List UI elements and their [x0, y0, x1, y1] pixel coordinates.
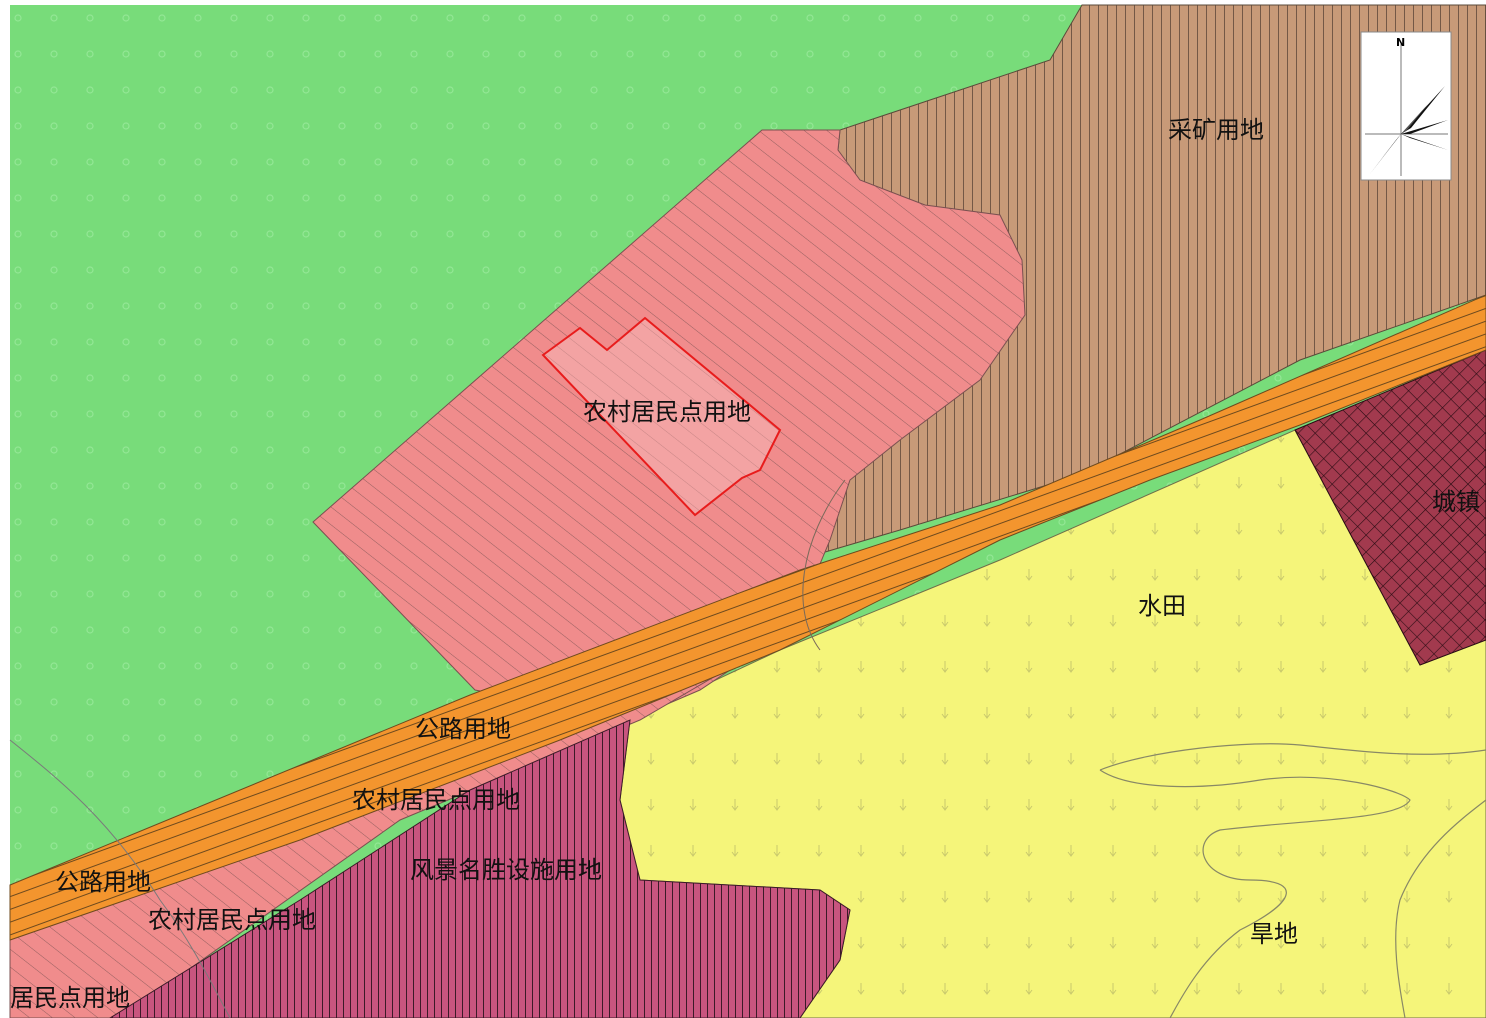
- boundary-line: [9, 739, 231, 1018]
- label-highway-1: 公路用地: [415, 715, 511, 743]
- label-rural-main: 农村居民点用地: [583, 398, 751, 426]
- contour-line: [1099, 769, 1411, 1018]
- boundary-line: [802, 479, 846, 651]
- label-paddy: 水田: [1138, 592, 1186, 620]
- compass-rose-icon: [1370, 86, 1448, 174]
- north-letter: N: [1396, 36, 1405, 49]
- label-highway-2: 公路用地: [55, 868, 151, 896]
- label-rural-3: 农村居民点用地: [148, 906, 316, 934]
- scenic-facility-parcel[interactable]: [109, 719, 851, 1018]
- label-town: 城镇: [1432, 488, 1480, 516]
- town-parcel[interactable]: [1294, 349, 1486, 666]
- label-dryland: 旱地: [1250, 920, 1298, 948]
- label-rural-2: 农村居民点用地: [352, 786, 520, 814]
- label-scenic: 风景名胜设施用地: [410, 856, 602, 884]
- label-rural-4: 居民点用地: [10, 984, 130, 1012]
- highway-band[interactable]: [9, 294, 1486, 941]
- label-mining: 采矿用地: [1168, 116, 1264, 144]
- selected-rural-parcel[interactable]: [541, 316, 782, 517]
- contour-line: [1395, 799, 1486, 1018]
- north-arrow: N: [1360, 31, 1452, 181]
- contour-line: [1099, 743, 1486, 771]
